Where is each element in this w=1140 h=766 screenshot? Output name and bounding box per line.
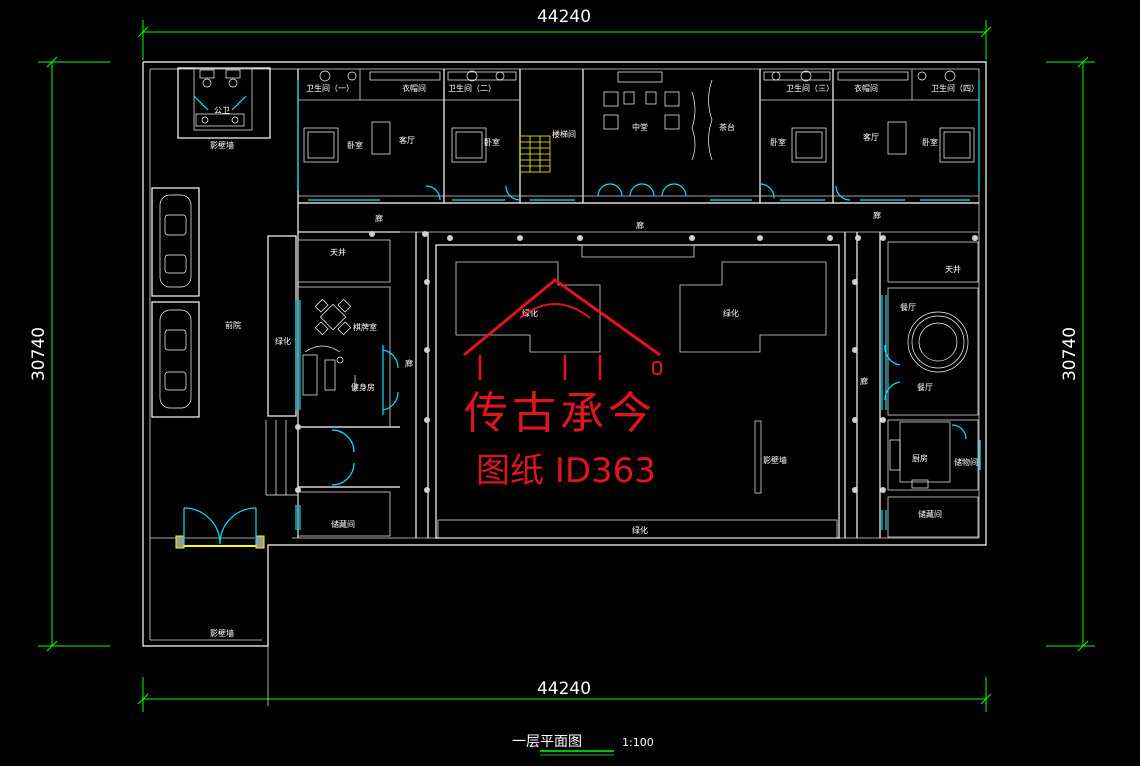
top-rooms bbox=[297, 69, 980, 203]
room-label-utility: 储物间 bbox=[954, 457, 978, 467]
room-label-chess-room: 棋牌室 bbox=[353, 322, 377, 332]
room-label-living-2: 客厅 bbox=[863, 132, 879, 142]
room-label-bedroom-3: 卧室 bbox=[770, 137, 786, 147]
room-label-storage-right: 储藏间 bbox=[918, 509, 942, 519]
public-wc bbox=[177, 67, 271, 139]
room-label-storage-left: 储藏间 bbox=[331, 519, 355, 529]
drawing-scale: 1:100 bbox=[622, 736, 654, 749]
room-label-greenery-c1: 绿化 bbox=[522, 308, 538, 318]
room-label-bath-1: 卫生间（一） bbox=[306, 83, 354, 93]
room-label-corridor-top-right: 廊 bbox=[873, 210, 881, 220]
room-label-stair-room: 楼梯间 bbox=[552, 129, 576, 139]
dimension-right: 30740 bbox=[1060, 327, 1080, 381]
dimension-lines bbox=[38, 20, 1095, 712]
room-label-corridor-top-mid: 廊 bbox=[636, 220, 644, 230]
parking-cars bbox=[151, 187, 200, 418]
room-label-gym: 健身房 bbox=[351, 382, 375, 392]
room-label-skylight-left: 天井 bbox=[330, 247, 346, 257]
courtyard bbox=[435, 244, 840, 539]
room-label-skylight-right: 天井 bbox=[945, 264, 961, 274]
room-label-closet-2: 衣帽间 bbox=[854, 83, 878, 93]
room-label-bath-4: 卫生间（四） bbox=[931, 83, 979, 93]
room-label-screen-wall-mid: 影壁墙 bbox=[763, 455, 787, 465]
dimension-top: 44240 bbox=[537, 7, 591, 27]
room-label-greenery-left: 绿化 bbox=[275, 336, 291, 346]
room-label-kitchen: 厨房 bbox=[912, 453, 928, 463]
room-label-screen-wall-top: 影壁墙 bbox=[210, 140, 234, 150]
room-label-screen-wall-bottom: 影壁墙 bbox=[210, 628, 234, 638]
room-label-bedroom-4: 卧室 bbox=[922, 137, 938, 147]
room-label-dining-2: 餐厅 bbox=[917, 383, 933, 392]
room-label-bedroom-2: 卧室 bbox=[484, 137, 500, 147]
corridor-columns bbox=[295, 202, 979, 538]
watermark-logo bbox=[463, 278, 662, 380]
room-label-middle-hall: 中堂 bbox=[632, 122, 648, 132]
room-label-public-wc: 公卫 bbox=[214, 106, 230, 115]
watermark-brand: 传古承今 bbox=[464, 388, 656, 439]
room-label-corridor-top-left: 廊 bbox=[375, 213, 383, 223]
room-label-dining-1: 餐厅 bbox=[900, 303, 916, 312]
right-wing bbox=[879, 232, 981, 538]
entrance-gate bbox=[175, 507, 265, 549]
room-label-corridor-left: 廊 bbox=[405, 358, 413, 368]
room-label-greenery-c2: 绿化 bbox=[723, 308, 739, 318]
room-label-closet-1: 衣帽间 bbox=[402, 83, 426, 93]
room-label-front-yard: 前院 bbox=[225, 320, 241, 330]
staircase bbox=[519, 135, 551, 173]
room-label-living-1: 客厅 bbox=[399, 135, 415, 145]
room-label-bath-3: 卫生间（三） bbox=[786, 83, 834, 93]
dimension-bottom: 44240 bbox=[537, 679, 591, 699]
dimension-left: 30740 bbox=[29, 327, 49, 381]
room-label-bath-2: 卫生间（二） bbox=[448, 83, 496, 93]
left-wing bbox=[265, 69, 400, 538]
room-label-bedroom-1: 卧室 bbox=[347, 140, 363, 150]
watermark-drawing-id: 图纸 ID363 bbox=[476, 451, 656, 491]
drawing-title: 一层平面图 bbox=[512, 734, 582, 750]
room-label-greenery-bottom: 绿化 bbox=[632, 525, 648, 535]
room-label-tea-room: 茶台 bbox=[719, 122, 735, 132]
room-label-corridor-right: 廊 bbox=[860, 376, 868, 386]
